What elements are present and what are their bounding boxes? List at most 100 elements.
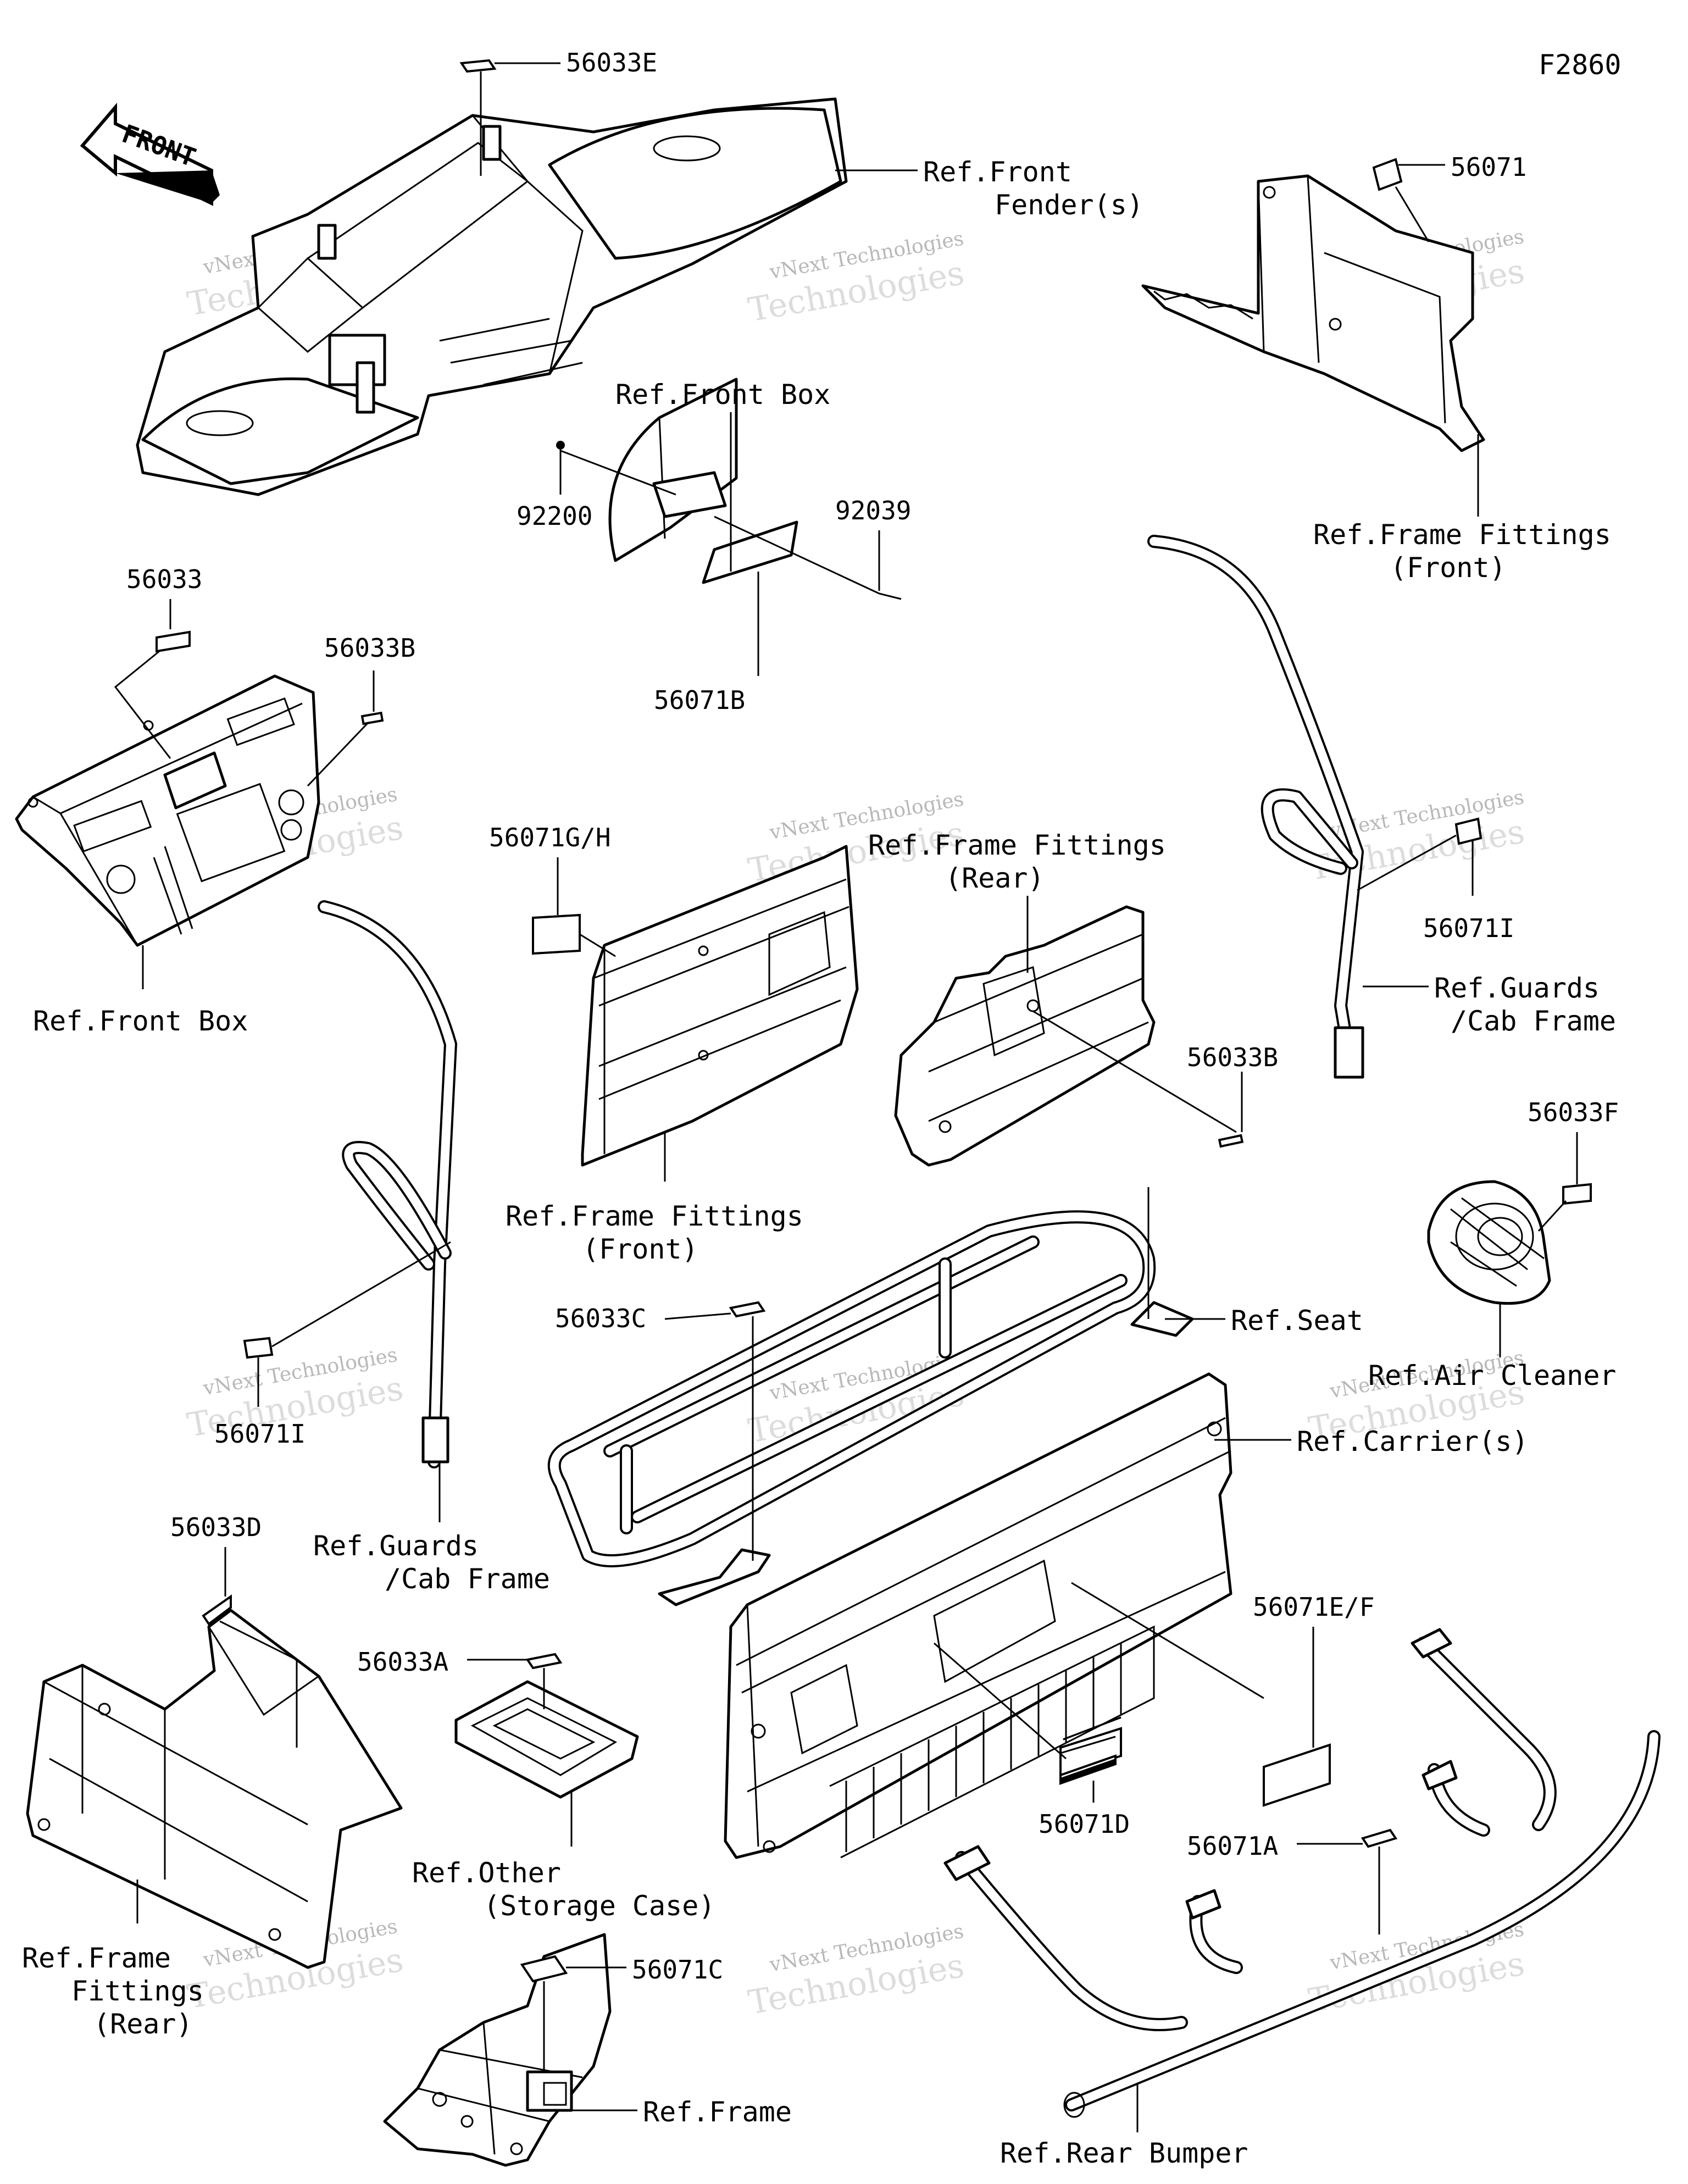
callout-56033B-mid: 56033B xyxy=(1032,1010,1278,1148)
callout-56071EF: 56071E/F xyxy=(1071,1582,1375,1748)
guard-cab-frame-left xyxy=(243,900,457,1468)
part-56071A-label: 56071A xyxy=(1187,1831,1278,1861)
decal-56033A xyxy=(525,1653,563,1670)
part-56033-label: 56033 xyxy=(126,564,202,594)
callout-56033D: 56033D xyxy=(170,1512,298,1748)
callout-ref-front-fender: Ref.Front Fender(s) xyxy=(835,156,1143,221)
part-92039-label: 92039 xyxy=(835,496,911,525)
ref-frame-fittings-front-mid-label-2: (Front) xyxy=(582,1233,698,1265)
callout-56071GH: 56071G/H xyxy=(489,823,616,957)
callout-56033A: 56033A xyxy=(357,1647,545,1709)
front-fender-assembly xyxy=(136,97,848,496)
part-92200-label: 92200 xyxy=(517,501,592,531)
decal-56071B xyxy=(702,520,798,584)
callout-ref-guards-left: Ref.Guards /Cab Frame xyxy=(313,1462,550,1595)
callout-92200: 92200 xyxy=(517,448,676,531)
part-56071D-label: 56071D xyxy=(1039,1809,1130,1839)
decal-56033E xyxy=(459,59,497,73)
callout-ref-air-cleaner: Ref.Air Cleaner xyxy=(1368,1302,1617,1392)
front-box-lid xyxy=(556,378,902,600)
decal-56071I-left xyxy=(243,1337,274,1359)
air-cleaner xyxy=(1427,1180,1592,1305)
frame-fittings-front-top xyxy=(1141,158,1485,452)
seat-frame xyxy=(547,1210,1194,1606)
ref-frame-fittings-front-top-label-1: Ref.Frame Fittings xyxy=(1313,519,1611,551)
callout-ref-front-box-top: Ref.Front Box xyxy=(615,379,830,572)
part-56071B-label: 56071B xyxy=(654,685,745,715)
part-56033B-mid-label: 56033B xyxy=(1187,1043,1278,1072)
decal-56033D xyxy=(202,1594,232,1626)
callout-56071B: 56071B xyxy=(654,572,759,715)
part-56033B-left-label: 56033B xyxy=(324,633,415,663)
callout-ref-frame-fittings-front-top: Ref.Frame Fittings (Front) xyxy=(1313,434,1611,584)
callout-ref-frame: Ref.Frame xyxy=(571,2096,792,2128)
callout-ref-guards-right: Ref.Guards /Cab Frame xyxy=(1363,972,1616,1037)
callout-ref-frame-fittings-front-mid: Ref.Frame Fittings (Front) xyxy=(506,1132,803,1265)
part-56033F-label: 56033F xyxy=(1528,1097,1619,1127)
decal-56071C xyxy=(520,1955,568,1983)
decal-56033B-left xyxy=(360,711,384,725)
ref-other-label-1: Ref.Other xyxy=(412,1857,561,1889)
ref-front-fender-label-1: Ref.Front xyxy=(923,156,1072,188)
callout-56033C: 56033C xyxy=(555,1304,754,1561)
callout-56033: 56033 xyxy=(114,564,202,759)
part-56071I-right-label: 56071I xyxy=(1423,913,1514,943)
decal-56071GH xyxy=(532,913,581,955)
decal-56033B-mid xyxy=(1218,1134,1244,1148)
frame-fittings-rear-mid xyxy=(894,905,1156,1167)
ref-frame-fittings-rear-bl-label-2: Fittings xyxy=(71,1975,204,2007)
part-56071-label: 56071 xyxy=(1451,152,1526,182)
front-box-dashboard xyxy=(15,630,384,947)
guard-cab-frame-right xyxy=(1147,535,1482,1079)
callout-ref-other: Ref.Other (Storage Case) xyxy=(412,1792,715,1922)
part-56033C-label: 56033C xyxy=(555,1304,646,1333)
ref-front-box-top-label: Ref.Front Box xyxy=(615,379,830,411)
ref-frame-fittings-rear-mid-label-1: Ref.Frame Fittings xyxy=(868,829,1166,861)
decal-56033C xyxy=(729,1301,766,1318)
ref-carriers-label: Ref.Carrier(s) xyxy=(1297,1426,1528,1457)
part-56033A-label: 56033A xyxy=(357,1647,448,1677)
decal-56071EF-b xyxy=(1263,1743,1331,1807)
callout-56071I-right: 56071I xyxy=(1357,834,1514,943)
front-arrow-icon: FRONT xyxy=(80,102,220,206)
ref-seat-label: Ref.Seat xyxy=(1231,1305,1363,1337)
ref-front-box-left-label: Ref.Front Box xyxy=(33,1005,248,1037)
ref-guards-right-label-2: /Cab Frame xyxy=(1451,1005,1616,1037)
callout-56033B-left: 56033B xyxy=(307,633,415,787)
ref-frame-fittings-rear-bl-label-3: (Rear) xyxy=(93,2008,193,2040)
decal-56071A xyxy=(1361,1828,1398,1848)
callout-92039: 92039 xyxy=(714,496,911,595)
ref-guards-left-label-1: Ref.Guards xyxy=(313,1530,479,1562)
callout-ref-frame-fittings-rear-mid: Ref.Frame Fittings (Rear) xyxy=(868,829,1166,973)
part-56071EF-label: 56071E/F xyxy=(1253,1592,1375,1622)
carrier-panel xyxy=(724,1372,1331,1859)
ref-frame-fittings-front-mid-label-1: Ref.Frame Fittings xyxy=(506,1200,803,1232)
ref-frame-fittings-front-top-label-2: (Front) xyxy=(1390,552,1506,584)
part-56071GH-label: 56071G/H xyxy=(489,823,611,852)
callout-56071A: 56071A xyxy=(1187,1831,1380,1934)
frame-rear xyxy=(383,1933,612,2167)
callout-56033F: 56033F xyxy=(1528,1097,1619,1232)
ref-frame-fittings-rear-bl-label-1: Ref.Frame xyxy=(22,1942,171,1974)
part-56033D-label: 56033D xyxy=(170,1512,262,1542)
ref-rear-bumper-label: Ref.Rear Bumper xyxy=(1000,2137,1248,2169)
ref-guards-left-label-2: /Cab Frame xyxy=(385,1563,550,1595)
callout-ref-rear-bumper: Ref.Rear Bumper xyxy=(1000,2083,1248,2169)
figure-id: F2860 xyxy=(1539,49,1622,81)
decal-56071I-right xyxy=(1454,817,1482,845)
part-56071I-left-label: 56071I xyxy=(214,1419,306,1449)
callout-56033E: 56033E xyxy=(459,48,657,176)
callout-ref-front-box-left: Ref.Front Box xyxy=(33,945,248,1037)
callout-ref-carriers: Ref.Carrier(s) xyxy=(1214,1426,1528,1457)
ref-frame-fittings-rear-mid-label-2: (Rear) xyxy=(945,862,1045,894)
callout-56071D: 56071D xyxy=(934,1642,1130,1839)
part-56071C-label: 56071C xyxy=(632,1955,723,1985)
ref-front-fender-label-2: Fender(s) xyxy=(995,189,1143,221)
storage-case xyxy=(454,1653,639,1799)
ref-guards-right-label-1: Ref.Guards xyxy=(1434,972,1600,1004)
frame-fittings-front-mid xyxy=(532,845,859,1167)
callout-ref-frame-fittings-rear-bl: Ref.Frame Fittings (Rear) xyxy=(22,1880,204,2040)
frame-fittings-rear-bl xyxy=(26,1594,403,1969)
